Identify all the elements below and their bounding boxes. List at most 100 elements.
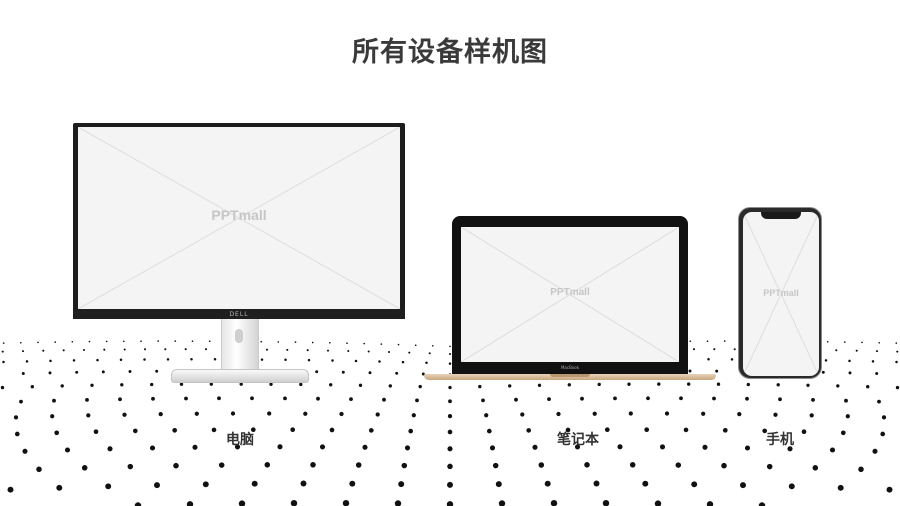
floor-dot — [592, 411, 597, 416]
floor-dot — [746, 382, 750, 387]
floor-dot — [855, 349, 858, 352]
floor-dot — [60, 384, 64, 388]
floor-dot — [85, 398, 89, 402]
floor-dot — [843, 341, 846, 343]
floor-dot — [19, 399, 23, 404]
floor-dot — [538, 462, 545, 468]
floor-dot — [593, 480, 600, 487]
floor-dot — [7, 486, 14, 493]
floor-dot — [19, 341, 22, 344]
smartphone-mockup: PPTmall — [738, 207, 822, 379]
floor-dot — [132, 428, 138, 434]
floor-dot — [395, 371, 399, 375]
floor-dot — [101, 370, 105, 374]
floor-dot — [230, 411, 236, 416]
floor-dot — [447, 446, 453, 452]
floor-dot — [328, 341, 331, 344]
floor-dot — [294, 341, 297, 343]
floor-dot — [446, 501, 454, 506]
floor-dot — [679, 396, 683, 401]
floor-dot — [547, 397, 551, 401]
floor-dot — [331, 359, 334, 362]
laptop-lid: PPTmall MacBook — [452, 216, 688, 374]
floor-dot — [394, 500, 402, 506]
floor-dot — [123, 348, 126, 351]
floor-dot — [567, 383, 571, 387]
floor-dot — [164, 348, 167, 351]
monitor-brand-logo: DELL — [229, 311, 249, 318]
floor-dot — [408, 428, 414, 434]
floor-dot — [13, 415, 19, 420]
floor-dot — [90, 383, 94, 387]
floor-dot — [481, 398, 485, 403]
floor-dot — [329, 383, 333, 387]
floor-dot — [50, 414, 55, 419]
floor-dot — [778, 397, 782, 402]
floor-dot — [75, 370, 79, 374]
floor-dot — [713, 348, 716, 351]
floor-dot — [875, 350, 879, 353]
floor-dot — [657, 382, 661, 386]
monitor-stand-base — [171, 369, 309, 383]
floor-dot — [801, 429, 807, 435]
floor-dot — [787, 446, 793, 452]
floor-dot — [629, 462, 636, 468]
floor-dot — [574, 444, 581, 450]
floor-dot — [730, 358, 734, 361]
floor-dot — [848, 371, 852, 375]
floor-dot — [644, 427, 650, 433]
laptop-opening-notch — [550, 374, 590, 377]
floor-dot — [811, 398, 815, 402]
phone-body: PPTmall — [738, 207, 822, 379]
floor-dot — [872, 448, 878, 454]
phone-watermark: PPTmall — [763, 288, 799, 298]
floor-dot — [448, 399, 452, 404]
floor-dot — [398, 481, 405, 488]
floor-dot — [758, 502, 766, 506]
floor-dot — [642, 480, 649, 487]
floor-dot — [773, 412, 778, 417]
floor-dot — [204, 348, 208, 351]
floor-dot — [382, 397, 386, 402]
floor-dot — [349, 397, 353, 401]
floor-dot — [706, 501, 714, 506]
floor-dot — [646, 396, 650, 401]
floor-dot — [664, 411, 670, 416]
floor-dot — [346, 342, 348, 345]
floor-dot — [192, 444, 198, 450]
floor-dot — [544, 480, 551, 487]
floor-dot — [37, 341, 39, 344]
floor-dot — [895, 342, 898, 344]
floor-dot — [354, 359, 358, 363]
floor-dot — [56, 484, 63, 491]
floor-dot — [877, 399, 881, 404]
monitor-watermark: PPTmall — [211, 207, 267, 223]
laptop-mockup: PPTmall MacBook — [424, 216, 716, 386]
floor-dot — [826, 340, 829, 343]
floor-dot — [701, 411, 706, 416]
floor-dot — [602, 500, 610, 506]
floor-dot — [319, 444, 326, 450]
floor-dot — [267, 411, 272, 416]
floor-dot — [264, 462, 271, 468]
phone-notch — [761, 212, 801, 219]
floor-dot — [173, 462, 179, 469]
placeholder-cross-icon — [461, 227, 679, 362]
floor-dot — [25, 360, 29, 363]
floor-dot — [157, 340, 160, 342]
floor-dot — [174, 340, 177, 342]
floor-dot — [809, 413, 814, 418]
floor-dot — [269, 382, 273, 386]
floor-dot — [239, 382, 243, 386]
floor-dot — [707, 358, 710, 361]
floor-dot — [848, 359, 851, 363]
floor-dot — [290, 427, 296, 433]
floor-dot — [387, 350, 391, 354]
floor-dot — [127, 463, 134, 470]
floor-dot — [580, 396, 584, 401]
floor-dot — [683, 427, 689, 433]
floor-dot — [277, 341, 280, 343]
floor-dot — [362, 444, 368, 450]
floor-dot — [812, 465, 819, 471]
floor-dot — [556, 411, 561, 417]
